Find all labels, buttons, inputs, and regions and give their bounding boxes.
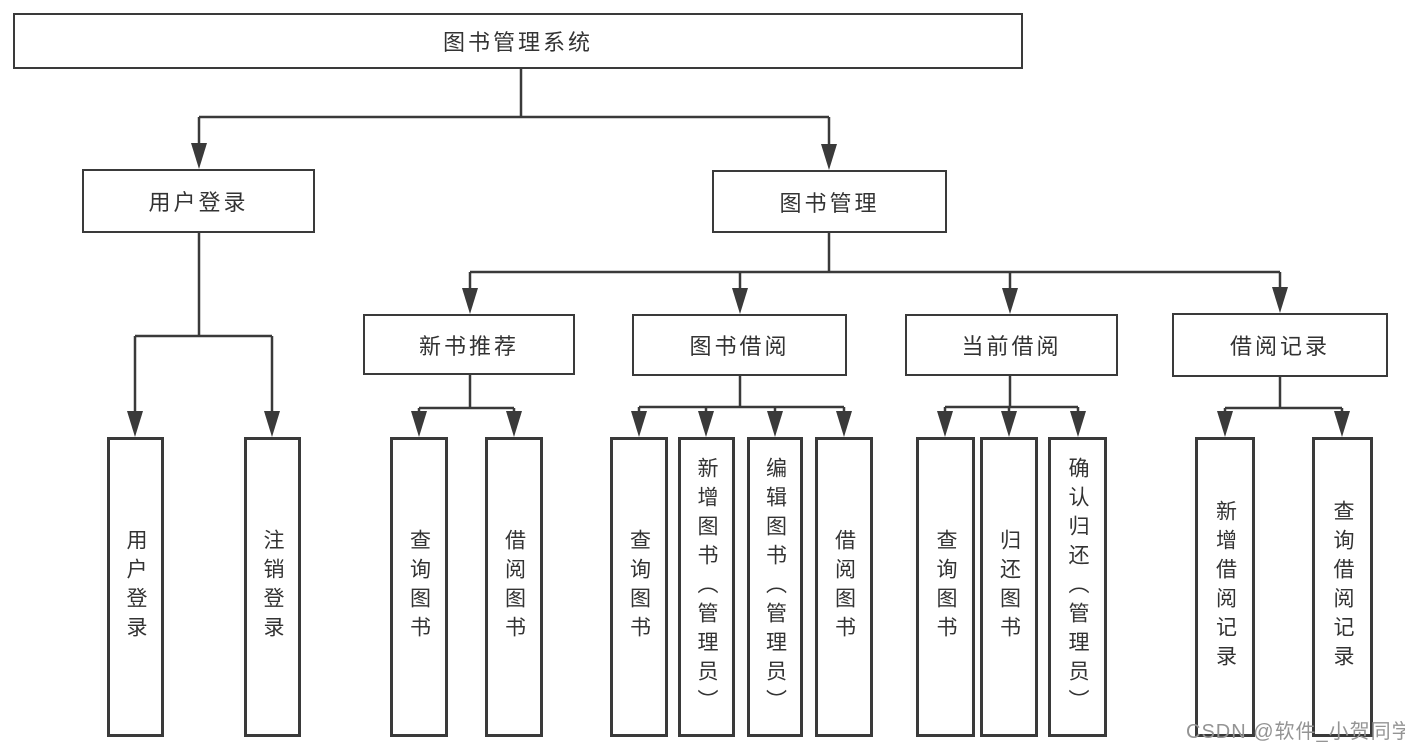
node-label: 注销登录 (261, 529, 284, 645)
node-label: 图书借阅 (689, 334, 790, 359)
node-new-book-recommend: 新书推荐 (363, 314, 575, 375)
leaf-add-books-admin: 新增图书（管理员） (678, 437, 735, 737)
leaf-user-login: 用户登录 (107, 437, 164, 737)
leaf-query-borrow-record: 查询借阅记录 (1312, 437, 1373, 737)
arrowheads (127, 143, 1350, 437)
node-book-borrowing: 图书借阅 (632, 314, 847, 376)
node-label: 借阅图书 (832, 529, 856, 645)
leaf-current-query-books: 查询图书 (916, 437, 975, 737)
leaf-borrowing-borrow-books: 借阅图书 (815, 437, 873, 737)
csdn-watermark: CSDN @软件_小贺同学 (1186, 721, 1405, 743)
node-label: 借阅记录 (1229, 334, 1330, 359)
leaf-logout: 注销登录 (244, 437, 301, 737)
node-label: 新书推荐 (418, 333, 519, 359)
leaf-confirm-return-admin: 确认归还（管理员） (1048, 437, 1107, 737)
node-label: 确认归还（管理员） (1066, 456, 1089, 718)
leaf-return-books: 归还图书 (980, 437, 1038, 737)
node-label: 查询借阅记录 (1331, 500, 1354, 674)
node-label: 图书管理 (779, 190, 880, 216)
leaf-recommend-query-books: 查询图书 (390, 437, 448, 737)
leaf-edit-books-admin: 编辑图书（管理员） (747, 437, 803, 737)
node-label: 查询图书 (407, 529, 431, 645)
node-borrowing-records: 借阅记录 (1172, 313, 1388, 377)
leaf-borrowing-query-books: 查询图书 (610, 437, 668, 737)
leaf-recommend-borrow-books: 借阅图书 (485, 437, 543, 737)
node-label: 查询图书 (627, 529, 651, 645)
node-label: 新增图书（管理员） (695, 456, 718, 718)
node-user-login: 用户登录 (82, 169, 315, 233)
node-label: 归还图书 (997, 529, 1021, 645)
node-current-borrowing: 当前借阅 (905, 314, 1118, 376)
leaf-add-borrow-record: 新增借阅记录 (1195, 437, 1255, 737)
node-label: 用户登录 (124, 529, 147, 645)
node-label: 用户登录 (148, 190, 249, 215)
node-label: 当前借阅 (961, 334, 1062, 359)
node-label: 借阅图书 (502, 529, 526, 645)
node-root-system: 图书管理系统 (13, 13, 1023, 69)
edges (133, 68, 1344, 414)
node-label: 查询图书 (934, 529, 957, 645)
node-label: 图书管理系统 (442, 30, 593, 55)
node-book-management: 图书管理 (712, 170, 947, 233)
node-label: 新增借阅记录 (1213, 500, 1237, 674)
node-label: 编辑图书（管理员） (763, 456, 787, 718)
